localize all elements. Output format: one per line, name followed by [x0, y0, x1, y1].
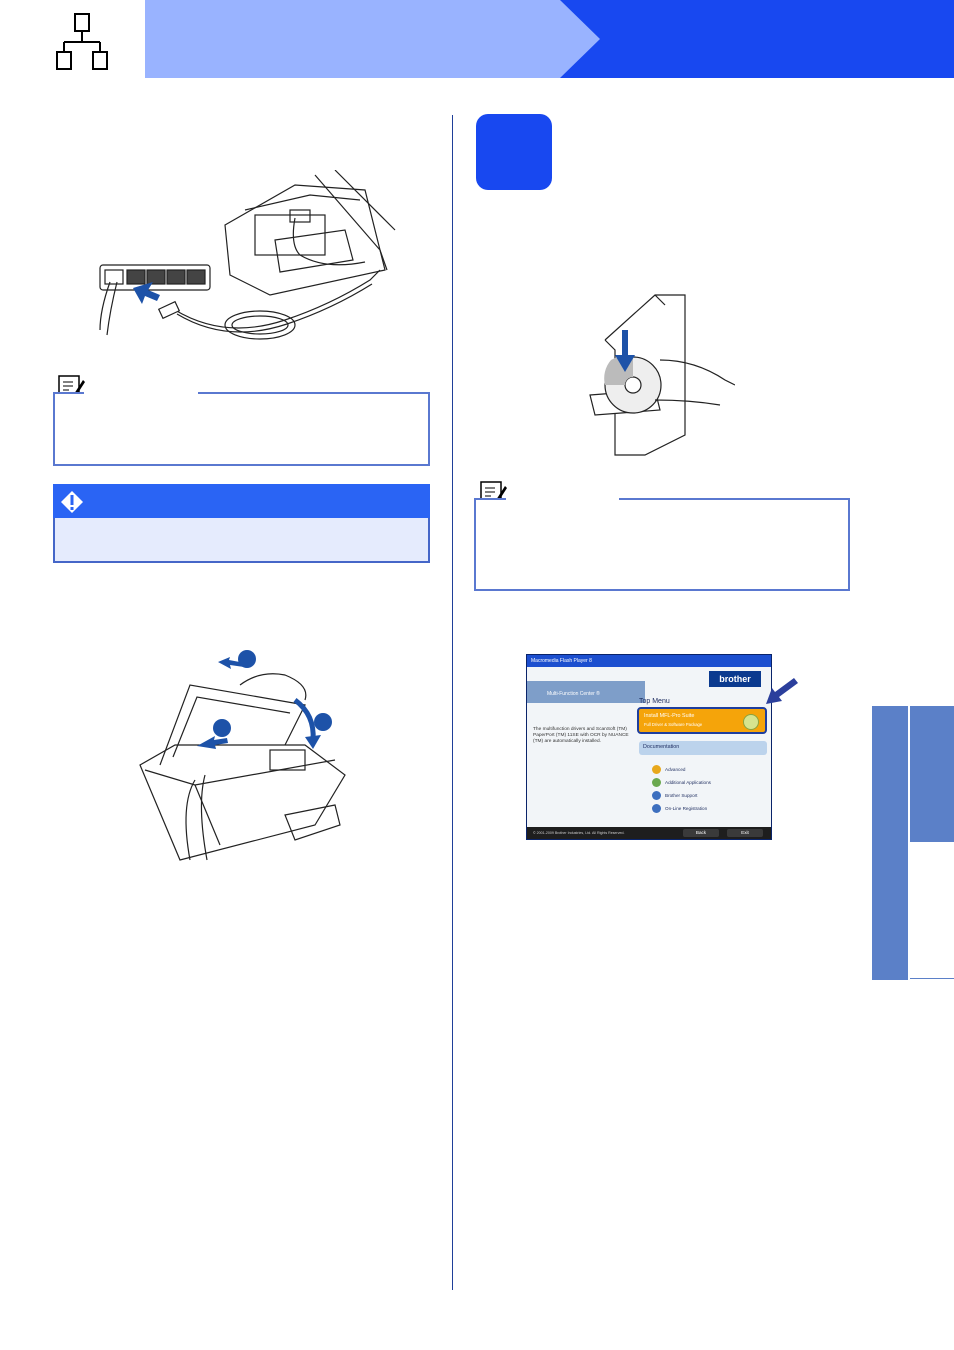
- pointer-arrow-icon: [766, 678, 798, 704]
- installer-screenshot: Macromedia Flash Player 8 Multi-Function…: [526, 654, 772, 840]
- additional-applications-link[interactable]: Additional Applications: [665, 780, 711, 785]
- scanner-cover-closing-illustration: [139, 650, 346, 861]
- panel-band: Multi-Function Center ®: [527, 681, 645, 703]
- cd-icon: [743, 714, 759, 730]
- wired-network-icon: [56, 13, 108, 70]
- panel-title: Multi-Function Center ®: [547, 691, 600, 697]
- brand-logo: brother: [709, 671, 761, 687]
- side-tab-rule: [910, 978, 954, 979]
- step-badge: [476, 114, 552, 190]
- top-menu-title: Top Menu: [639, 698, 670, 705]
- lan-cable-connection-illustration: [99, 170, 396, 340]
- support-icon: [652, 791, 661, 800]
- online-registration-link[interactable]: On-Line Registration: [665, 806, 708, 811]
- header-band-light: [145, 0, 615, 78]
- advanced-link[interactable]: Advanced: [665, 767, 686, 772]
- install-sublabel: Full Driver & Software Package: [644, 722, 703, 727]
- side-tab-network: [910, 706, 954, 842]
- note-box: [474, 498, 850, 591]
- documentation-button[interactable]: Documentation: [639, 741, 767, 755]
- note-box-gap: [84, 389, 198, 395]
- cd-rom-insertion-illustration: [589, 294, 735, 456]
- copyright-text: © 2001-2009 Brother Industries, Ltd. All…: [533, 831, 625, 835]
- install-description: The multifunction drivers and ScanSoft (…: [533, 727, 629, 744]
- note-box: [53, 392, 430, 466]
- note-box-gap: [506, 495, 619, 501]
- brother-support-link[interactable]: Brother Support: [665, 793, 698, 798]
- exit-button[interactable]: Exit: [727, 829, 763, 837]
- important-header: [53, 484, 430, 518]
- back-button[interactable]: Back: [683, 829, 719, 837]
- exclamation-icon: [61, 491, 83, 513]
- gear-icon: [652, 765, 661, 774]
- window-footer: © 2001-2009 Brother Industries, Ltd. All…: [527, 827, 771, 839]
- registration-icon: [652, 804, 661, 813]
- documentation-label: Documentation: [643, 744, 680, 750]
- header-band-dark: [560, 0, 954, 78]
- install-mfl-pro-button[interactable]: Install MFL-Pro Suite Full Driver & Soft…: [637, 707, 767, 734]
- applications-icon: [652, 778, 661, 787]
- installer-body: Multi-Function Center ® brother The mult…: [527, 667, 771, 827]
- side-tab-windows: [872, 706, 908, 980]
- window-title: Macromedia Flash Player 8: [527, 655, 771, 667]
- important-body: [53, 518, 430, 563]
- install-label: Install MFL-Pro Suite: [644, 713, 695, 719]
- column-divider: [452, 115, 453, 1290]
